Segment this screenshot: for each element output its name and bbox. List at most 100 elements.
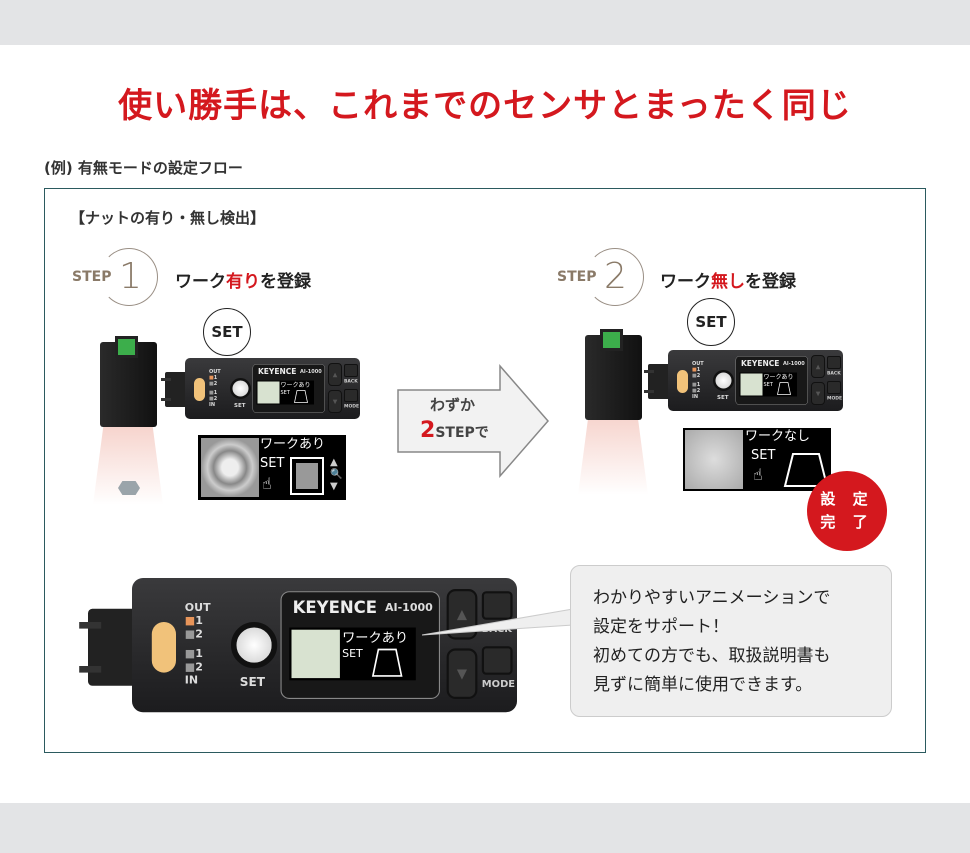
up-button[interactable]: ▲: [328, 363, 342, 386]
screen-step1: ワークあり SET ☝ ▲🔍▼: [198, 435, 346, 500]
hand-pointer-icon: ☝: [262, 474, 272, 493]
set-button-label: SET: [234, 402, 246, 409]
down-button[interactable]: ▼: [811, 382, 825, 405]
callout-line: 見ずに簡単に使用できます。: [593, 675, 813, 695]
nut-image: [201, 438, 259, 497]
step1-text-highlight: 有り: [226, 272, 260, 292]
target-frame: [290, 457, 324, 495]
light-beam: [578, 415, 648, 495]
sensor-pin: [644, 390, 654, 393]
status-led: [677, 370, 688, 393]
set-button[interactable]: [230, 378, 251, 399]
sensor-pin: [161, 378, 171, 381]
screen-title: ワークなし: [745, 429, 811, 444]
status-led: [151, 622, 176, 673]
feature-callout: わかりやすいアニメーションで 設定をサポート！ 初めての方でも、取扱説明書も 見…: [570, 565, 892, 717]
mode-button[interactable]: [344, 389, 358, 402]
screen-set: SET: [751, 448, 776, 463]
status-led: [194, 378, 205, 401]
bottom-band: [0, 803, 970, 853]
step1-text-pre: ワーク: [175, 272, 226, 292]
screen-image: [257, 381, 280, 404]
brand-logo: KEYENCE: [741, 359, 780, 368]
up-button[interactable]: ▲: [811, 355, 825, 378]
step1-number: 1: [119, 256, 142, 297]
screen-title: ワークあり: [763, 373, 794, 381]
step1-word: STEP: [72, 269, 112, 285]
sensor-connector: [88, 608, 137, 686]
sensor-pin: [644, 370, 654, 373]
screen-image: [291, 629, 340, 679]
arrow-step-count: 2: [420, 418, 436, 443]
model-number: AI-1000: [300, 369, 322, 375]
case-label: 【ナットの有り・無し検出】: [70, 209, 266, 227]
down-button[interactable]: ▼: [446, 648, 478, 699]
back-button[interactable]: [344, 364, 358, 377]
arrow-text-2: 2STEPで: [420, 418, 489, 446]
screen-title: ワークあり: [260, 437, 326, 452]
screen-title: ワークあり: [280, 381, 311, 389]
arrow-shape: [397, 364, 549, 478]
mode-label: MODE: [344, 404, 360, 409]
sensor-pin: [161, 398, 171, 401]
step2-text-post: を登録: [745, 272, 796, 292]
trapezoid-icon: [777, 382, 791, 395]
sensor-head-indicator: [600, 329, 623, 351]
callout-line: わかりやすいアニメーションで: [593, 588, 831, 608]
sensor-amplifier-step2: OUT ■1 ■2 ■1 ■2 IN SET KEYENCE AI-1000 ワ…: [644, 350, 843, 411]
sensor-pin: [79, 622, 102, 629]
brand-logo: KEYENCE: [258, 367, 297, 376]
screen-step2: ワークなし SET ☝: [683, 428, 831, 491]
back-button[interactable]: [481, 591, 513, 620]
down-button[interactable]: ▼: [328, 390, 342, 413]
sensor-amplifier-step1: OUT ■1 ■2 ■1 ■2 IN SET KEYENCE AI-1000 ワ…: [161, 358, 360, 419]
done-line1: 設 定: [820, 490, 874, 508]
mode-label: MODE: [481, 679, 516, 691]
mode-button[interactable]: [481, 646, 513, 675]
setting-complete-badge: 設 定完 了: [807, 471, 887, 551]
nut-icon: [118, 481, 140, 495]
model-number: AI-1000: [783, 361, 805, 367]
mode-label: MODE: [827, 396, 843, 401]
callout-pointer: [422, 608, 574, 636]
set-button-label: SET: [717, 394, 729, 401]
mode-button[interactable]: [827, 381, 841, 394]
set-button[interactable]: [713, 370, 734, 391]
back-label: BACK: [827, 371, 841, 376]
sensor-screen: ワークあり SET: [256, 380, 314, 405]
back-button[interactable]: [827, 356, 841, 369]
step2-word: STEP: [557, 269, 597, 285]
sensor-screen: ワークあり SET: [739, 372, 797, 397]
io-indicators: OUT ■1 ■2 ■1 ■2 IN: [692, 361, 704, 400]
screen-set: SET: [260, 456, 285, 471]
hand-pointer-icon: ☝: [753, 465, 763, 484]
screen-title: ワークあり: [342, 629, 409, 646]
headline: 使い勝手は、これまでのセンサとまったく同じ: [118, 86, 852, 126]
subtitle: (例) 有無モードの設定フロー: [44, 159, 243, 177]
brand-logo: KEYENCE: [292, 597, 378, 618]
flow-frame: [44, 188, 926, 753]
set-callout: SET: [687, 298, 735, 346]
callout-line: 設定をサポート！: [593, 617, 729, 637]
back-label: BACK: [344, 379, 358, 384]
screen-set: SET: [763, 382, 773, 388]
trapezoid-icon: [294, 390, 308, 403]
set-button[interactable]: [231, 622, 278, 669]
step2-circle: [586, 248, 644, 306]
step1-text-post: を登録: [260, 272, 311, 292]
arrow-text-steps: STEPで: [435, 425, 489, 441]
empty-image: [685, 430, 743, 489]
step2-text: ワーク無しを登録: [660, 267, 796, 292]
zoom-controls-icon: ▲🔍▼: [330, 457, 343, 492]
screen-set: SET: [342, 648, 363, 661]
model-number: AI-1000: [385, 602, 433, 615]
io-indicators: OUT ■1 ■2 ■1 ■2 IN: [209, 369, 221, 408]
arrow-text-1: わずか: [430, 396, 476, 414]
step2-text-highlight: 無し: [711, 272, 745, 292]
done-line2: 完 了: [820, 513, 874, 531]
io-indicators: OUT ■1 ■2 ■1 ■2 IN: [184, 602, 211, 687]
step2-number: 2: [604, 256, 627, 297]
set-button-label: SET: [239, 674, 266, 690]
trapezoid-icon: [371, 648, 403, 677]
sensor-pin: [79, 666, 102, 673]
